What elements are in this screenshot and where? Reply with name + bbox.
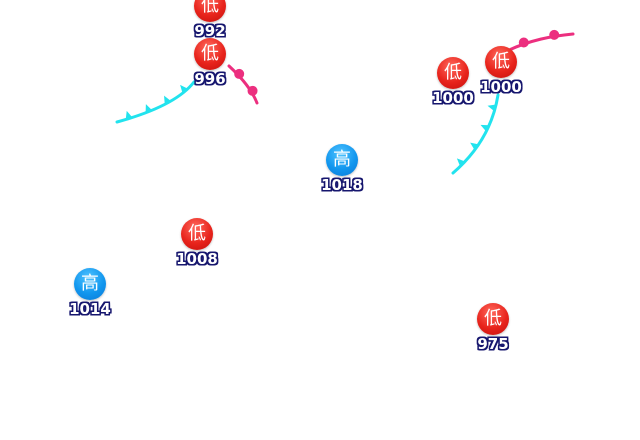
pressure-value: 1018	[321, 176, 363, 194]
low-pressure-icon: 低	[485, 46, 517, 78]
low-pressure-marker[interactable]: 低 1008	[167, 218, 227, 267]
pressure-value: 1014	[69, 300, 111, 318]
warm-front-barb	[518, 37, 529, 48]
warm-front-barb	[247, 85, 258, 96]
cold-front-barb	[480, 124, 490, 132]
low-pressure-icon: 低	[477, 303, 509, 335]
warm-front-line	[227, 64, 259, 105]
cold-front-barb	[487, 104, 497, 112]
low-pressure-icon: 低	[181, 218, 213, 250]
low-pressure-marker[interactable]: 低 996	[180, 38, 240, 87]
warm-front	[505, 29, 575, 53]
cold-front-barb	[180, 84, 188, 94]
pressure-value: 975	[477, 335, 509, 353]
low-pressure-marker[interactable]: 低 992	[180, 0, 240, 39]
warm-front	[227, 64, 259, 105]
high-pressure-icon: 高	[326, 144, 358, 176]
cold-front-barb	[145, 104, 153, 113]
low-pressure-marker[interactable]: 低 975	[463, 303, 523, 352]
pressure-value: 1008	[176, 250, 218, 268]
pressure-value: 996	[194, 70, 226, 88]
high-pressure-marker[interactable]: 高 1018	[312, 144, 372, 193]
pressure-value: 992	[194, 22, 226, 40]
cold-front-barb	[456, 158, 466, 167]
high-pressure-marker[interactable]: 高 1014	[60, 268, 120, 317]
cold-front-barb	[470, 142, 479, 151]
low-pressure-marker[interactable]: 低 1000	[423, 57, 483, 106]
warm-front-barb	[549, 29, 560, 40]
warm-front-barb	[234, 68, 245, 79]
warm-front-line	[505, 32, 575, 53]
low-pressure-marker[interactable]: 低 1000	[471, 46, 531, 95]
low-pressure-icon: 低	[194, 38, 226, 70]
pressure-value: 1000	[480, 78, 522, 96]
cold-front-barb	[125, 110, 133, 120]
high-pressure-icon: 高	[74, 268, 106, 300]
pressure-value: 1000	[432, 89, 474, 107]
low-pressure-icon: 低	[194, 0, 226, 22]
low-pressure-icon: 低	[437, 57, 469, 89]
cold-front	[451, 93, 500, 175]
cold-front-barb	[164, 95, 171, 105]
cold-front	[115, 80, 196, 124]
